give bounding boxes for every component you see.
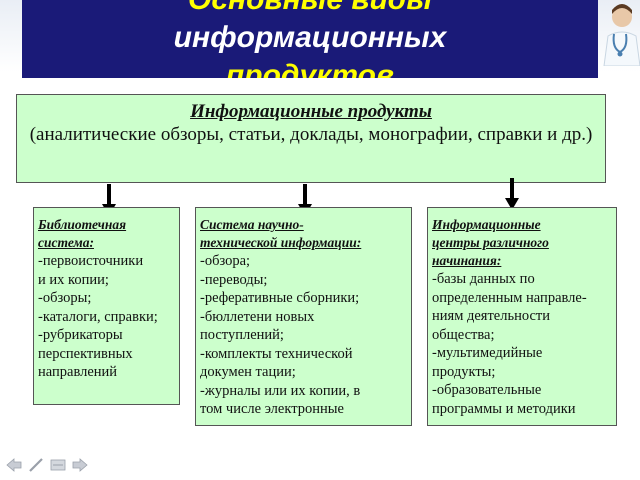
forward-arrow-icon[interactable] <box>72 458 88 472</box>
list-item: программы и методики <box>432 400 576 417</box>
list-item: поступлений; <box>200 327 284 343</box>
back-arrow-icon[interactable] <box>6 458 22 472</box>
slideshow-toolbar <box>6 458 88 474</box>
heading-line: технической информации: <box>200 235 362 250</box>
list-item: ниям деятельности <box>432 308 550 324</box>
main-box-subtitle: (аналитические обзоры, статьи, доклады, … <box>29 124 593 145</box>
list-item: -реферативные сборники; <box>200 290 360 306</box>
heading-line: Система научно- <box>200 217 304 232</box>
sti-system-box: Система научно- технической информации: … <box>195 207 412 426</box>
arrow-to-centers <box>505 178 519 210</box>
info-centers-box: Информационные центры различного начинан… <box>427 207 617 426</box>
heading-line: центры различного <box>432 235 549 250</box>
list-item: и их копии; <box>38 271 109 288</box>
list-item: -журналы или их копии, в <box>200 382 361 399</box>
library-system-box: Библиотечная система: -первоисточники и … <box>33 207 180 405</box>
title-line-2: информационных <box>173 21 447 54</box>
list-item: направлений <box>38 364 118 380</box>
column-heading: Информационные центры различного начинан… <box>432 216 613 270</box>
column-heading: Система научно- технической информации: <box>200 216 408 252</box>
list-item: -мультимедийные <box>432 345 543 361</box>
heading-line: начинания: <box>432 253 502 268</box>
heading-line: Информационные <box>432 217 541 232</box>
list-item: -переводы; <box>200 271 268 288</box>
list-item: -базы данных по <box>432 271 535 287</box>
list-item: -обзоры; <box>38 290 92 306</box>
slide-title: Основные виды информационных продуктов <box>22 0 598 78</box>
list-item: определенным направле- <box>432 289 587 306</box>
heading-line: система: <box>38 235 94 250</box>
list-item: том числе электронные <box>200 401 344 417</box>
heading-line: Библиотечная <box>38 217 127 232</box>
pen-icon[interactable] <box>28 458 44 472</box>
list-item: -рубрикаторы <box>38 327 123 343</box>
list-item: общества; <box>432 326 495 343</box>
list-item: -обзора; <box>200 253 251 269</box>
list-item: -первоисточники <box>38 253 144 269</box>
list-item: продукты; <box>432 363 496 380</box>
column-heading: Библиотечная система: <box>38 216 176 252</box>
list-item: -бюллетени новых <box>200 308 315 325</box>
main-products-box: Информационные продукты (аналитические о… <box>16 94 606 183</box>
title-line-1: Основные виды <box>22 0 598 18</box>
list-item: -каталоги, справки; <box>38 308 158 325</box>
title-line-3: продуктов <box>225 59 395 78</box>
list-item: -образовательные <box>432 382 542 398</box>
main-box-title: Информационные продукты <box>190 101 432 122</box>
list-item: перспективных <box>38 345 133 362</box>
list-item: докумен тации; <box>200 364 296 380</box>
doctor-illustration <box>603 4 640 66</box>
list-item: -комплекты технической <box>200 345 353 362</box>
menu-icon[interactable] <box>50 458 66 472</box>
